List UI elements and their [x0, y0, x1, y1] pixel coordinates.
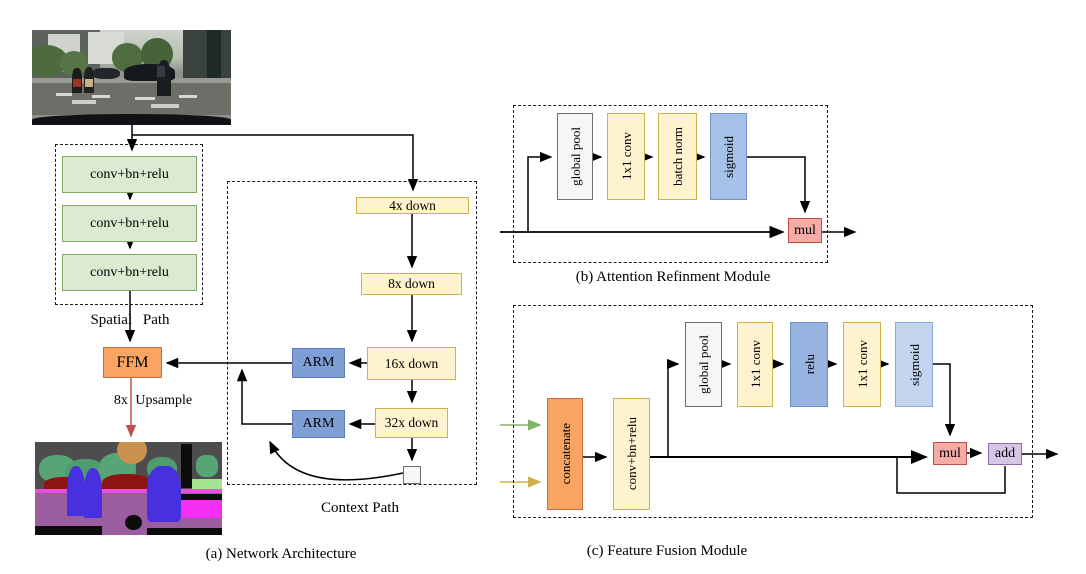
- down-32x-block: 32x down: [375, 408, 448, 438]
- global-pool-tail-block: [403, 466, 421, 484]
- arm-block-1: ARM: [292, 348, 345, 378]
- spatial-path-label: Spatial Path: [90, 312, 170, 328]
- edge-arm2-join: [236, 368, 292, 425]
- edge-sigmoid-mul: [747, 156, 811, 214]
- ffm-mul-block: mul: [933, 442, 967, 465]
- down-8x-block: 8x down: [361, 273, 462, 295]
- seg-person: [147, 466, 181, 522]
- down-4x-block: 4x down: [356, 197, 469, 214]
- edge-arm-branch-up: [527, 151, 553, 232]
- arm-batchnorm-block: batch norm: [658, 113, 697, 200]
- ffm-block: FFM: [103, 347, 162, 378]
- input-photo: [32, 30, 231, 125]
- edge-photo-to-context: [132, 134, 419, 192]
- arm-mul-block: mul: [788, 218, 822, 243]
- arm-sigmoid-block: sigmoid: [710, 113, 747, 200]
- context-path-container: [227, 181, 477, 485]
- arm-1x1conv-block: 1x1 conv: [607, 113, 645, 200]
- seg-person: [83, 468, 103, 519]
- context-path-label: Context Path: [321, 500, 399, 516]
- edge-residual-add: [896, 457, 1006, 494]
- conv-bn-relu-block-3: conv+bn+relu: [62, 254, 197, 291]
- conv-bn-relu-block-1: conv+bn+relu: [62, 156, 197, 193]
- ffm-relu-block: relu: [790, 322, 828, 407]
- ffm-add-block: add: [988, 443, 1022, 465]
- edge-ffm-branch-up: [666, 358, 680, 457]
- caption-feature-fusion-module: (c) Feature Fusion Module: [586, 543, 748, 559]
- ffm-module-container: [513, 305, 1033, 518]
- ffm-concatenate-block: concatenate: [547, 398, 583, 510]
- caption-attention-refinement-module: (b) Attention Refinment Module: [575, 269, 771, 285]
- caption-network-architecture: (a) Network Architecture: [205, 546, 357, 562]
- upsample-label: 8x Upsample: [113, 393, 193, 408]
- arm-module-container: [513, 105, 828, 263]
- down-16x-block: 16x down: [367, 347, 456, 380]
- arm-global-pool-block: global pool: [557, 113, 593, 200]
- edge-sigmoid-mul-c: [933, 363, 956, 437]
- ffm-1x1conv-block-1: 1x1 conv: [737, 322, 773, 407]
- conv-bn-relu-block-2: conv+bn+relu: [62, 205, 197, 242]
- seg-person: [66, 466, 86, 517]
- spatial-path-container: [55, 144, 203, 305]
- output-segmentation: [35, 442, 222, 535]
- arm-block-2: ARM: [292, 410, 345, 438]
- ffm-1x1conv-block-2: 1x1 conv: [843, 322, 881, 407]
- ffm-conv-bn-relu-block: conv+bn+relu: [613, 398, 650, 510]
- ffm-sigmoid-block: sigmoid: [895, 322, 933, 407]
- ffm-global-pool-block: global pool: [685, 322, 722, 407]
- edge-gpool-curve-arm2: [269, 440, 404, 481]
